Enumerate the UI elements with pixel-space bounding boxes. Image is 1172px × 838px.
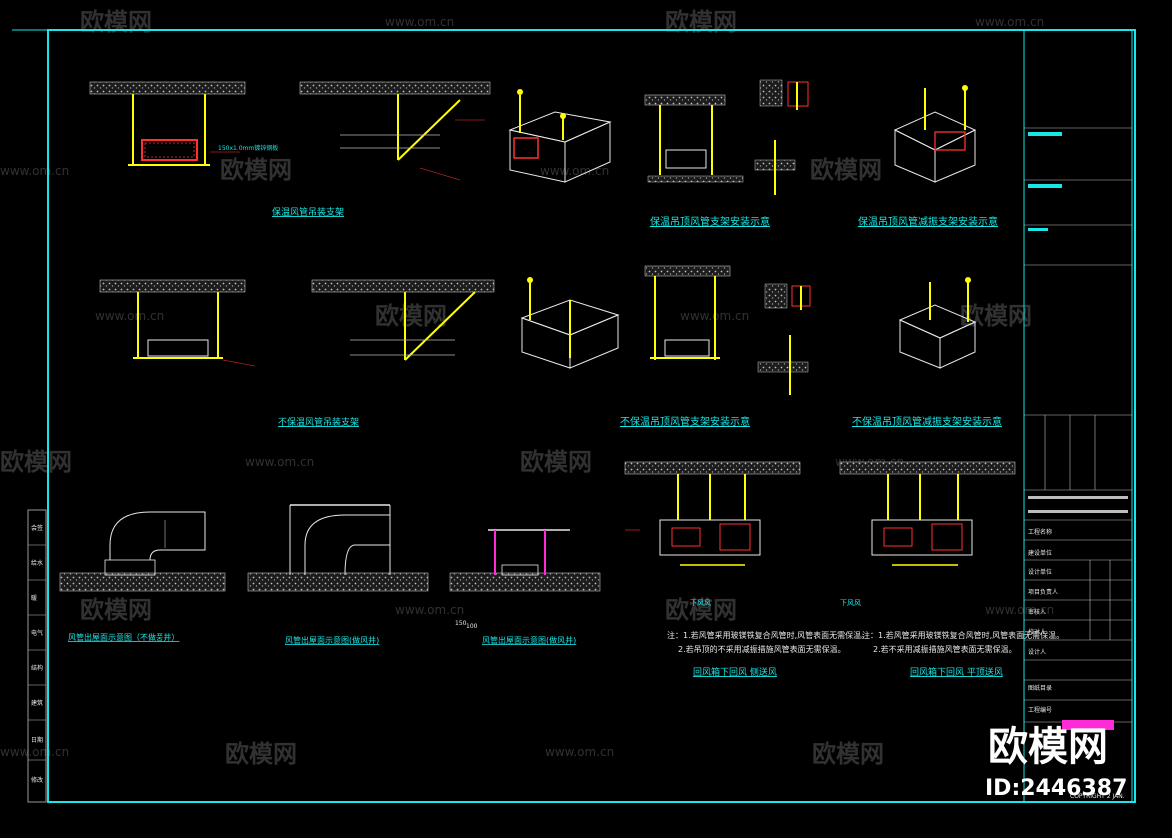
svg-text:不保温风管吊装支架: 不保温风管吊装支架 bbox=[278, 416, 359, 428]
detail-insulated-duct-iso bbox=[508, 89, 612, 183]
svg-text:150: 150 bbox=[455, 620, 467, 627]
detail-insulated-ceiling-bracket: 保温吊顶风管支架安装示意 bbox=[644, 79, 809, 228]
svg-text:保温风管吊装支架: 保温风管吊装支架 bbox=[272, 206, 344, 218]
detail-uninsulated-duct-iso bbox=[520, 277, 620, 369]
svg-text:回风箱下回风 侧送风: 回风箱下回风 侧送风 bbox=[693, 666, 777, 678]
brand-logo: 欧模网 ID:2446387 bbox=[985, 724, 1127, 801]
title-block: 工程名称 建设单位 设计单位 项目负责人 审核人 校对人 设计人 图纸目录 工程… bbox=[1024, 127, 1132, 800]
svg-text:校对人: 校对人 bbox=[1028, 628, 1046, 636]
detail-uninsulated-vibration-iso: 不保温吊顶风管减振支架安装示意 bbox=[852, 277, 1002, 428]
detail-roof-outlet-shaft-a: 风管出屋面示意图(做风井) bbox=[247, 504, 429, 645]
svg-text:www.om.cn: www.om.cn bbox=[975, 15, 1044, 29]
svg-text:欧模网: 欧模网 bbox=[810, 156, 882, 184]
detail-uninsulated-hanger: 不保温风管吊装支架 bbox=[99, 279, 359, 428]
svg-text:www.om.cn: www.om.cn bbox=[545, 745, 614, 759]
svg-text:欧模网: 欧模网 bbox=[220, 156, 292, 184]
svg-text:风管出屋面示意图(做风井): 风管出屋面示意图(做风井) bbox=[285, 635, 379, 645]
svg-text:欧模网: 欧模网 bbox=[520, 448, 592, 476]
svg-text:设计人: 设计人 bbox=[1028, 648, 1046, 656]
svg-text:欧模网: 欧模网 bbox=[375, 302, 447, 330]
svg-text:暖: 暖 bbox=[31, 594, 37, 602]
svg-text:www.om.cn: www.om.cn bbox=[395, 603, 464, 617]
svg-text:欧模网: 欧模网 bbox=[812, 740, 884, 768]
svg-text:欧模网: 欧模网 bbox=[988, 724, 1108, 770]
svg-text:风管出屋面示意图(做风井): 风管出屋面示意图(做风井) bbox=[482, 635, 576, 645]
svg-text:图纸目录: 图纸目录 bbox=[1028, 684, 1052, 692]
svg-text:COPYRIGHT 2 JAN.: COPYRIGHT 2 JAN. bbox=[1070, 793, 1125, 800]
detail-insulated-bracket-side bbox=[299, 81, 491, 181]
svg-text:结构: 结构 bbox=[31, 664, 43, 672]
left-signature-strip: 会签 给水 暖 电气 结构 建筑 日期 修改 bbox=[27, 509, 47, 803]
svg-text:不保温吊顶风管支架安装示意: 不保温吊顶风管支架安装示意 bbox=[620, 415, 750, 428]
svg-text:www.om.cn: www.om.cn bbox=[540, 164, 609, 178]
svg-text:设计单位: 设计单位 bbox=[1028, 568, 1052, 576]
svg-text:欧模网: 欧模网 bbox=[665, 596, 737, 624]
svg-text:注：1.若风管采用玻镁铁复合风管时,风管表面无需保温。: 注：1.若风管采用玻镁铁复合风管时,风管表面无需保温。 bbox=[862, 630, 1064, 640]
svg-text:不保温吊顶风管减振支架安装示意: 不保温吊顶风管减振支架安装示意 bbox=[852, 415, 1002, 428]
svg-text:150x1.0mm镀锌钢板: 150x1.0mm镀锌钢板 bbox=[218, 144, 278, 152]
svg-text:www.om.cn: www.om.cn bbox=[245, 455, 314, 469]
svg-text:100: 100 bbox=[466, 623, 478, 630]
svg-text:欧模网: 欧模网 bbox=[80, 596, 152, 624]
svg-text:风管出屋面示意图（不做풍井）: 风管出屋面示意图（不做풍井） bbox=[68, 632, 179, 642]
detail-return-box-flat: 下风风 注：1.若风管采用玻镁铁复合风管时,风管表面无需保温。 2.若不采用减振… bbox=[839, 461, 1064, 678]
svg-text:会签: 会签 bbox=[31, 524, 43, 532]
detail-roof-outlet-shaft-b: 150 100 风管出屋面示意图(做风井) bbox=[449, 529, 601, 645]
svg-text:欧模网: 欧模网 bbox=[80, 8, 152, 36]
svg-text:2.若不采用减振措施风管表面无需保温。: 2.若不采用减振措施风管表面无需保温。 bbox=[873, 644, 1017, 654]
svg-text:欧模网: 欧模网 bbox=[665, 8, 737, 36]
svg-text:下风风: 下风风 bbox=[840, 599, 861, 607]
svg-text:建设单位: 建设单位 bbox=[1028, 549, 1052, 557]
svg-text:审核人: 审核人 bbox=[1028, 608, 1046, 616]
svg-text:www.om.cn: www.om.cn bbox=[385, 15, 454, 29]
svg-text:欧模网: 欧模网 bbox=[225, 740, 297, 768]
svg-text:www.om.cn: www.om.cn bbox=[0, 164, 69, 178]
svg-text:电气: 电气 bbox=[31, 629, 43, 637]
svg-text:注：1.若风管采用玻镁铁复合风管时,风管表面无需保温。: 注：1.若风管采用玻镁铁复合风管时,风管表面无需保温。 bbox=[667, 630, 869, 640]
detail-uninsulated-ceiling-bracket: 不保温吊顶风管支架安装示意 bbox=[620, 265, 811, 428]
svg-text:www.om.cn: www.om.cn bbox=[95, 309, 164, 323]
svg-text:保温吊顶风管支架安装示意: 保温吊顶风管支架安装示意 bbox=[650, 215, 770, 228]
svg-text:ID:2446387: ID:2446387 bbox=[985, 776, 1127, 801]
svg-text:项目负责人: 项目负责人 bbox=[1028, 588, 1058, 596]
sheet-frame bbox=[12, 29, 1136, 803]
svg-text:建筑: 建筑 bbox=[31, 699, 43, 707]
detail-insulated-vibration-iso: 保温吊顶风管减振支架安装示意 bbox=[858, 85, 998, 228]
svg-text:2.若吊顶的不采用减振措施风管表面无需保温。: 2.若吊顶的不采用减振措施风管表面无需保温。 bbox=[678, 644, 846, 654]
watermark-layer: 欧模网 www.om.cn 欧模网 www.om.cn www.om.cn 欧模… bbox=[0, 8, 1054, 768]
svg-text:修改: 修改 bbox=[31, 776, 43, 784]
detail-insulated-hanger: 150x1.0mm镀锌钢板 保温风管吊装支架 bbox=[89, 81, 344, 218]
svg-text:给水: 给水 bbox=[31, 559, 43, 567]
svg-text:www.om.cn: www.om.cn bbox=[985, 603, 1054, 617]
detail-roof-outlet-no-shaft: 风管出屋面示意图（不做풍井） bbox=[59, 511, 226, 642]
svg-text:工程名称: 工程名称 bbox=[1028, 528, 1052, 536]
detail-uninsulated-bracket-side bbox=[311, 279, 495, 361]
detail-return-box-side: 下风风 注：1.若风管采用玻镁铁复合风管时,风管表面无需保温。 2.若吊顶的不采… bbox=[624, 461, 869, 678]
svg-text:回风箱下回风 平顶送风: 回风箱下回风 平顶送风 bbox=[910, 666, 1003, 678]
svg-text:日期: 日期 bbox=[31, 736, 43, 744]
svg-text:工程编号: 工程编号 bbox=[1028, 706, 1052, 714]
svg-text:欧模网: 欧模网 bbox=[0, 448, 72, 476]
svg-text:保温吊顶风管减振支架安装示意: 保温吊顶风管减振支架安装示意 bbox=[858, 215, 998, 228]
svg-text:欧模网: 欧模网 bbox=[960, 302, 1032, 330]
svg-text:下风风: 下风风 bbox=[690, 599, 711, 607]
svg-text:www.om.cn: www.om.cn bbox=[0, 745, 69, 759]
